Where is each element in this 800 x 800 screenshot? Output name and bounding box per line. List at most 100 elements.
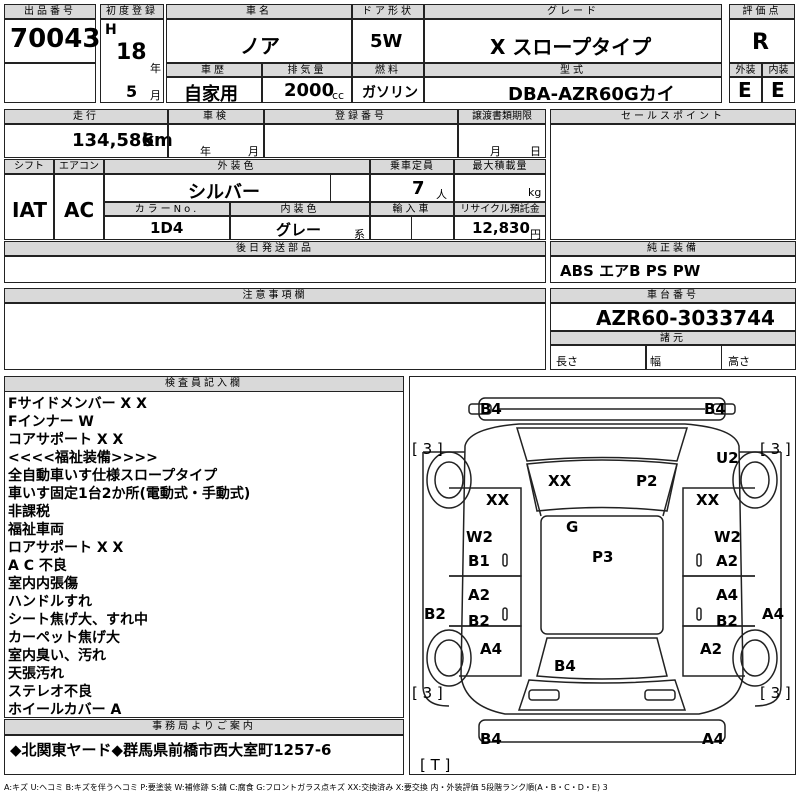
ac-header: エアコン [54,159,104,174]
grade: X スロープタイプ [490,35,652,59]
lot-number-header: 出品番号 [4,4,96,19]
registration-month: 5 [126,82,138,101]
capacity-box [370,174,454,202]
damage-right-rear-quarter: A2 [700,640,723,658]
inspector-note-line: カーペット焦げ大 [8,630,120,646]
lot-number: 70043 [10,24,101,54]
interior-header: 内装 [762,63,795,77]
plate-header: 登録番号 [264,109,458,124]
inspector-note-line: ホイールカバー A [8,702,122,718]
exterior-header: 外装 [729,63,762,77]
damage-right-front-door-w: W2 [714,528,741,546]
shift-header: シフト [4,159,54,174]
bracket-bottom-center: [ T ] [420,756,451,774]
max-load-unit: kg [528,186,542,199]
inspection-year-unit: 年 [200,145,211,158]
spec-length: 長さ [556,355,578,368]
damage-rear-right-corner: A4 [702,730,725,748]
year-unit: 年 [150,62,161,75]
interior-box [762,77,795,103]
spec-width: 幅 [650,355,661,368]
door-header: ドア形状 [352,4,424,19]
damage-front-right-fender: U2 [716,449,739,467]
later-parts-box [4,256,546,283]
history: 自家用 [184,84,238,105]
max-load-header: 最大積載量 [454,159,546,174]
lot-number-blank [4,63,96,103]
max-load-box [454,174,546,202]
damage-hood-right: P2 [636,472,658,490]
score-box [729,19,795,63]
month-unit: 月 [150,89,161,102]
recycle-fee: 12,830 [472,219,530,237]
transfer-box [458,124,546,158]
transfer-day-unit: 日 [530,145,541,158]
color-header: 外装色 [104,159,370,174]
first-registration-box [100,19,164,103]
damage-left-rear-quarter: A4 [480,640,503,658]
score: R [752,30,769,55]
color-sub-box [330,174,370,202]
damage-legend: A:キズ U:ヘコミ B:キズを伴うヘコミ P:要塗装 W:補修跡 S:錆 C:… [4,783,608,792]
registration-year: 18 [116,40,147,65]
inspection-box [168,124,264,158]
door-type: 5W [370,31,403,52]
bracket-bottom-right: [ 3 ] [760,684,791,702]
caution-box [4,303,546,370]
mileage-box [4,124,168,158]
interior-color-header: 内装色 [230,202,370,216]
first-registration-header: 初度登録 [100,4,164,19]
inspection-month-unit: 月 [248,145,259,158]
inspection-header: 車検 [168,109,264,124]
ac-box [54,174,104,240]
transfer-header: 譲渡書類期限 [458,109,546,124]
inspector-note-line: コアサポート X X [8,432,124,448]
damage-hood-left: XX [548,472,572,490]
inspector-note-line: ハンドルすれ [8,594,92,610]
inspector-note-line: A C 不良 [8,558,67,574]
exterior-box [729,77,762,103]
car-outline-diagram [422,397,782,743]
office-notice: ◆北関東ヤード◆群馬県前橋市西大室町1257-6 [10,741,332,759]
car-name: ノア [240,34,280,58]
score-header: 評価点 [729,4,795,19]
office-notice-box [4,735,404,775]
color-no-header: カラーNo. [104,202,230,216]
equipment-box [550,256,796,283]
shift-box [4,174,54,240]
equipment-header: 純正装備 [550,241,796,256]
chassis-header: 車台番号 [550,288,796,303]
office-notice-header: 事務局よりご案内 [4,719,404,735]
inspector-note-line: 室内内張傷 [8,576,78,592]
damage-right-front-door-a: A2 [716,552,739,570]
caution-header: 注意事項欄 [4,288,546,303]
damage-front-right-corner: B4 [704,400,726,418]
inspector-note-line: 全自動車いす仕様スロープタイプ [8,468,218,484]
later-parts-header: 後日発送部品 [4,241,546,256]
inspector-note-line: <<<<福祉装備>>>> [8,450,158,466]
inspector-note-line: 室内臭い、汚れ [8,648,106,664]
bracket-bottom-left: [ 3 ] [412,684,443,702]
inspector-note-line: 非課税 [8,504,50,520]
inspector-note-line: Fインナー W [8,414,94,430]
damage-left-side-rail: B2 [424,605,446,623]
car-name-box [166,19,352,63]
spec-height: 高さ [728,355,750,368]
lot-number-box [4,19,96,63]
recycle-unit: 円 [530,228,541,241]
inspector-note-line: 福祉車両 [8,522,64,538]
capacity: 7 [412,178,425,199]
import-header: 輸入車 [370,202,454,216]
damage-back-door: B4 [554,657,576,675]
color-no: 1D4 [150,219,184,237]
damage-right-rear-door-b: B2 [716,612,738,630]
damage-diagram-box [409,376,796,775]
model-header: 型式 [424,63,722,77]
color-no-box [104,216,230,240]
damage-windshield: G [566,518,579,536]
displacement-header: 排気量 [262,63,352,77]
damage-right-side-rail: A4 [762,605,785,623]
equipment: ABS エアB PS PW [560,262,701,280]
model-code: DBA-AZR60Gカイ [508,84,675,105]
